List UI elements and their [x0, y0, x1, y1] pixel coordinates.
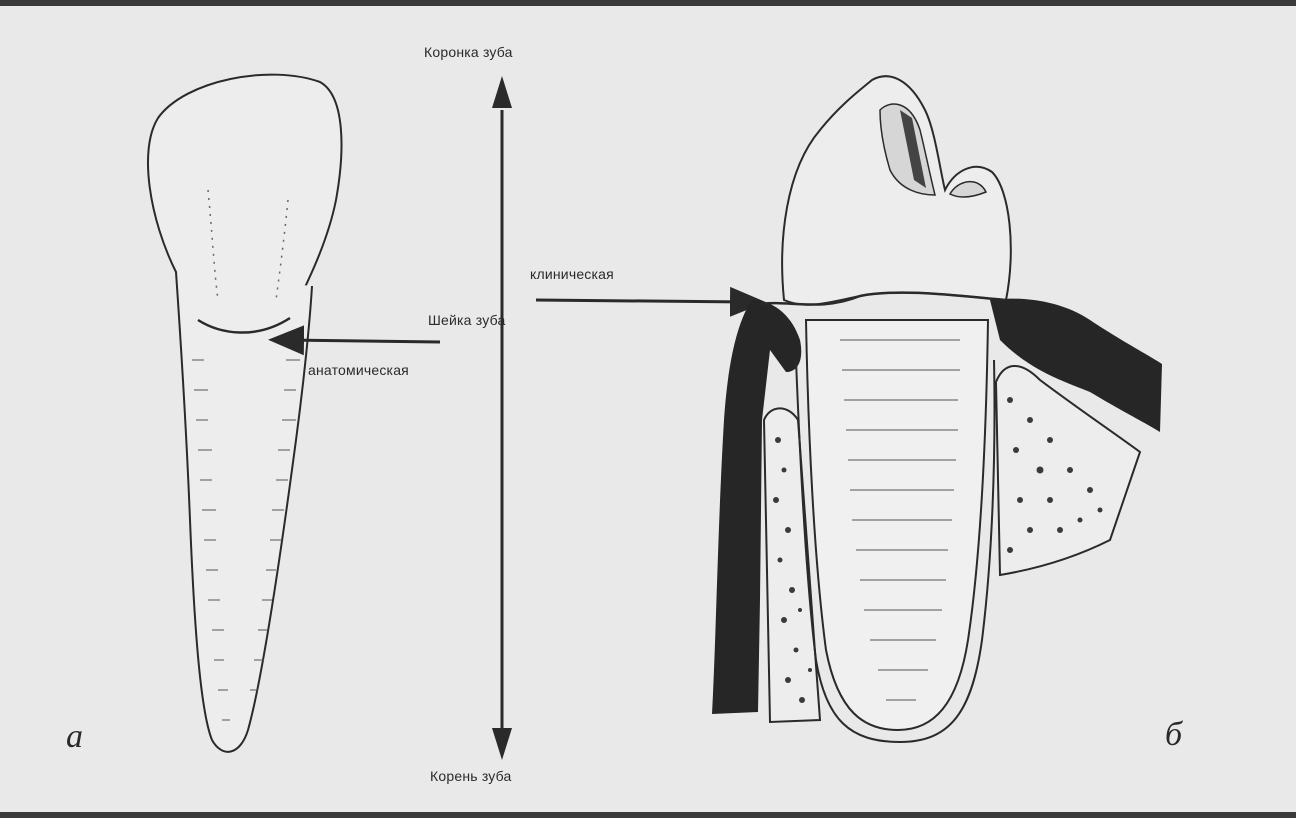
label-clinical: клиническая: [530, 266, 614, 282]
axis-arrow-up: [492, 76, 512, 108]
anatomical-neck-arrow: [286, 340, 440, 342]
right-tooth-root: [806, 320, 988, 730]
label-root: Корень зуба: [430, 768, 512, 784]
right-tooth-section: [712, 76, 1162, 742]
label-crown: Коронка зуба: [424, 44, 513, 60]
left-tooth-root: [176, 272, 312, 752]
bottom-border: [0, 812, 1296, 818]
axis-arrow-down: [492, 728, 512, 760]
label-neck: Шейка зуба: [428, 312, 505, 328]
clinical-neck-arrow: [536, 300, 748, 302]
label-anatomical: анатомическая: [308, 362, 409, 378]
panel-label-a: а: [66, 718, 83, 756]
panel-label-b: б: [1165, 716, 1182, 754]
left-tooth: [148, 75, 341, 752]
top-border: [0, 0, 1296, 6]
